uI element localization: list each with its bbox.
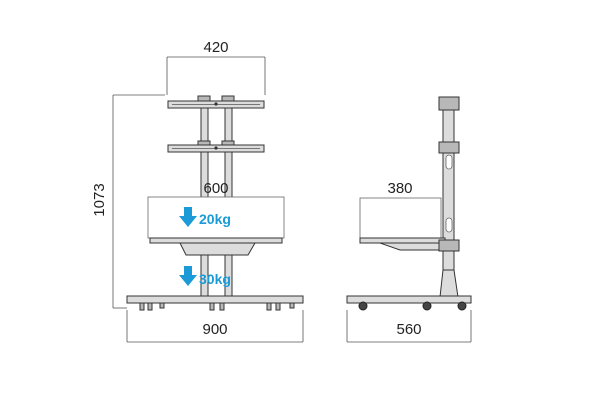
dim-shelf-depth-label: 380 <box>387 180 412 197</box>
dim-shelf-depth: 380 <box>387 180 412 197</box>
dim-base-width-label: 900 <box>202 321 227 338</box>
front-shelf <box>149 237 283 256</box>
dim-shelf-width-label: 600 <box>203 180 228 197</box>
caster-wheel <box>457 301 467 311</box>
dim-height-label: 1073 <box>91 183 108 216</box>
front-view: 420 1073 600 <box>91 39 304 343</box>
side-shelf <box>359 237 460 252</box>
dim-base-depth: 560 <box>346 310 472 343</box>
dim-top-width: 420 <box>166 39 266 95</box>
top-mount-bracket <box>167 95 265 109</box>
side-column-foot <box>439 269 459 298</box>
dim-height: 1073 <box>91 94 165 309</box>
dim-top-width-label: 420 <box>203 39 228 56</box>
down-arrow-icon <box>179 266 197 286</box>
shelf-load-outline <box>147 196 285 239</box>
front-base <box>126 295 304 311</box>
dim-base-depth-label: 560 <box>396 321 421 338</box>
side-base <box>346 295 472 304</box>
side-shelf-outline <box>359 197 442 239</box>
upper-load-label: 20kg <box>199 211 231 227</box>
side-top-clamp <box>438 96 460 111</box>
lower-load-label: 30kg <box>199 271 231 287</box>
upper-load-indicator: 20kg <box>179 207 231 227</box>
side-middle-clamp <box>438 141 460 154</box>
side-column <box>442 102 455 298</box>
caster-wheel <box>358 301 368 311</box>
middle-mount-bracket <box>167 140 265 153</box>
down-arrow-icon <box>179 207 197 227</box>
side-view: 380 560 <box>346 96 472 343</box>
dim-base-width: 900 <box>126 310 304 343</box>
caster-wheel <box>422 301 432 311</box>
lower-load-indicator: 30kg <box>179 266 231 287</box>
dim-shelf-width: 600 <box>203 180 228 197</box>
